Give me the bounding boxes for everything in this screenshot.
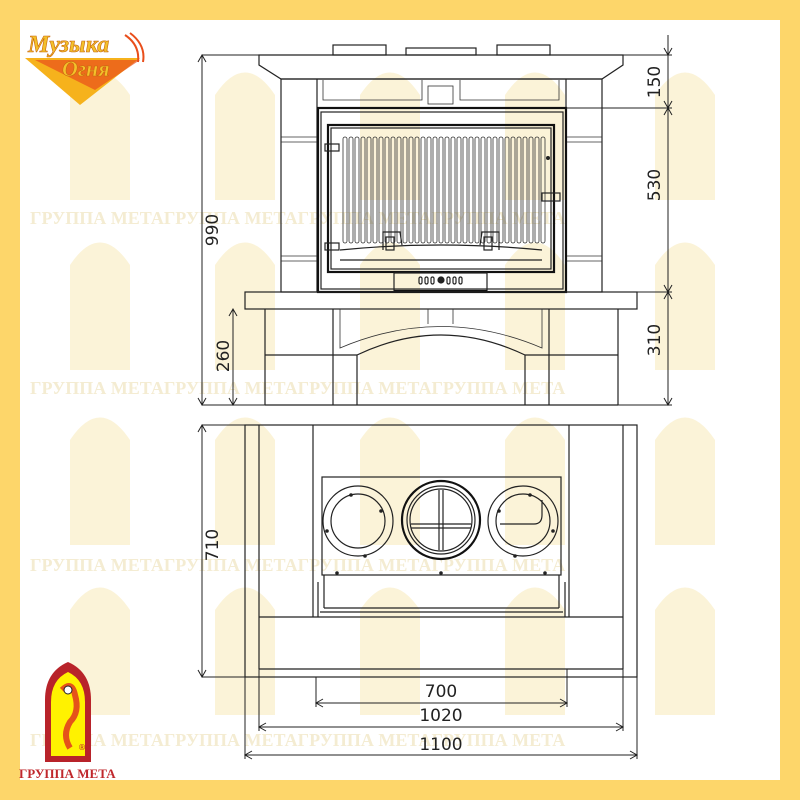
glass-rib bbox=[384, 136, 390, 244]
top-outline bbox=[244, 424, 638, 678]
watermark-text: ГРУППА МЕТАГРУППА МЕТАГРУППА МЕТАГРУППА … bbox=[30, 555, 565, 575]
logo-line2: Огня bbox=[62, 56, 110, 81]
glass-ribs bbox=[342, 136, 546, 244]
muzyka-ognya-logo: Музыка Огня bbox=[25, 32, 145, 105]
upper-panels bbox=[322, 80, 560, 101]
watermark-text: ГРУППА МЕТАГРУППА МЕТАГРУППА МЕТАГРУППА … bbox=[30, 730, 565, 750]
outlet-right bbox=[487, 485, 559, 557]
glass-rib bbox=[366, 136, 372, 244]
door-handle-icon bbox=[541, 192, 561, 202]
top-view bbox=[244, 424, 638, 707]
glass-rib bbox=[456, 136, 462, 244]
glass-rib bbox=[444, 136, 450, 244]
glass-rib bbox=[438, 136, 444, 244]
dim-firebox-section: 530 bbox=[645, 169, 665, 201]
cap-block-right bbox=[496, 44, 551, 56]
glass-rib bbox=[378, 136, 384, 244]
glass-rib bbox=[420, 136, 426, 244]
glass-rib bbox=[498, 136, 504, 244]
glass-rib bbox=[360, 136, 366, 244]
glass-rib bbox=[432, 136, 438, 244]
mantel-top bbox=[258, 54, 624, 80]
cap-block-center bbox=[405, 47, 477, 56]
glass-rib bbox=[402, 136, 408, 244]
glass-rib bbox=[540, 136, 546, 244]
glass-rib bbox=[534, 136, 540, 244]
dim-total-width: 1100 bbox=[419, 735, 462, 755]
front-view bbox=[244, 44, 638, 406]
hearth-slab bbox=[244, 291, 638, 310]
glass-rib bbox=[528, 136, 534, 244]
glass-rib bbox=[468, 136, 474, 244]
glass-rib bbox=[486, 136, 492, 244]
glass-rib bbox=[342, 136, 348, 244]
glass-rib bbox=[504, 136, 510, 244]
glass-rib bbox=[480, 136, 486, 244]
column-joints bbox=[281, 136, 602, 262]
dim-total-height: 990 bbox=[203, 214, 223, 246]
glass-rib bbox=[414, 136, 420, 244]
insert-front bbox=[317, 575, 566, 617]
glass-rib bbox=[354, 136, 360, 244]
glass-rib bbox=[372, 136, 378, 244]
glass-rib bbox=[462, 136, 468, 244]
glass-rib bbox=[522, 136, 528, 244]
watermark-jester-icons bbox=[70, 72, 715, 715]
dim-insert-width: 700 bbox=[425, 682, 457, 702]
fireplace-door bbox=[326, 123, 556, 274]
dim-top-section: 150 bbox=[645, 66, 665, 98]
glass-rib bbox=[510, 136, 516, 244]
air-control-slots bbox=[418, 276, 463, 285]
glass-rib bbox=[474, 136, 480, 244]
top-structure bbox=[258, 425, 624, 670]
glass-rib bbox=[426, 136, 432, 244]
dim-lower-section: 310 bbox=[645, 324, 665, 356]
hinge-top-icon bbox=[324, 143, 340, 152]
glass-rib bbox=[450, 136, 456, 244]
dim-inner-width: 1020 bbox=[419, 706, 462, 726]
base-arch bbox=[356, 334, 526, 356]
front-dimensions: 990 260 150 530 310 bbox=[197, 35, 673, 407]
logo-line1: Музыка bbox=[27, 32, 109, 58]
glass-rib bbox=[492, 136, 498, 244]
insert-top bbox=[321, 476, 562, 576]
top-dimensions: 710 700 1020 1100 bbox=[197, 423, 639, 760]
log-rests bbox=[382, 231, 500, 250]
grate-base bbox=[339, 244, 543, 261]
gruppa-meta-logo: ® ГРУППА МЕТА bbox=[19, 662, 116, 781]
glass-rib bbox=[348, 136, 354, 244]
glass-rib bbox=[408, 136, 414, 244]
brand-name: ГРУППА МЕТА bbox=[19, 766, 116, 781]
cap-block-left bbox=[332, 44, 387, 56]
watermark-layer: ГРУППА МЕТАГРУППА МЕТАГРУППА МЕТАГРУППА … bbox=[30, 72, 715, 750]
dim-base-height: 260 bbox=[214, 340, 234, 372]
hinge-bottom-icon bbox=[324, 242, 340, 251]
glass-rib bbox=[396, 136, 402, 244]
outlet-center bbox=[400, 479, 482, 561]
dim-depth: 710 bbox=[203, 529, 223, 561]
base bbox=[264, 309, 619, 406]
watermark-text: ГРУППА МЕТАГРУППА МЕТАГРУППА МЕТАГРУППА … bbox=[30, 378, 565, 398]
watermark-text: ГРУППА МЕТАГРУППА МЕТАГРУППА МЕТАГРУППА … bbox=[30, 208, 565, 228]
base-legs bbox=[265, 309, 618, 405]
glass-rib bbox=[390, 136, 396, 244]
upper-center-box bbox=[427, 85, 454, 105]
glass-rib bbox=[516, 136, 522, 244]
flue-outlets bbox=[322, 479, 559, 575]
registered-mark: ® bbox=[78, 743, 86, 752]
outlet-left bbox=[322, 485, 394, 557]
